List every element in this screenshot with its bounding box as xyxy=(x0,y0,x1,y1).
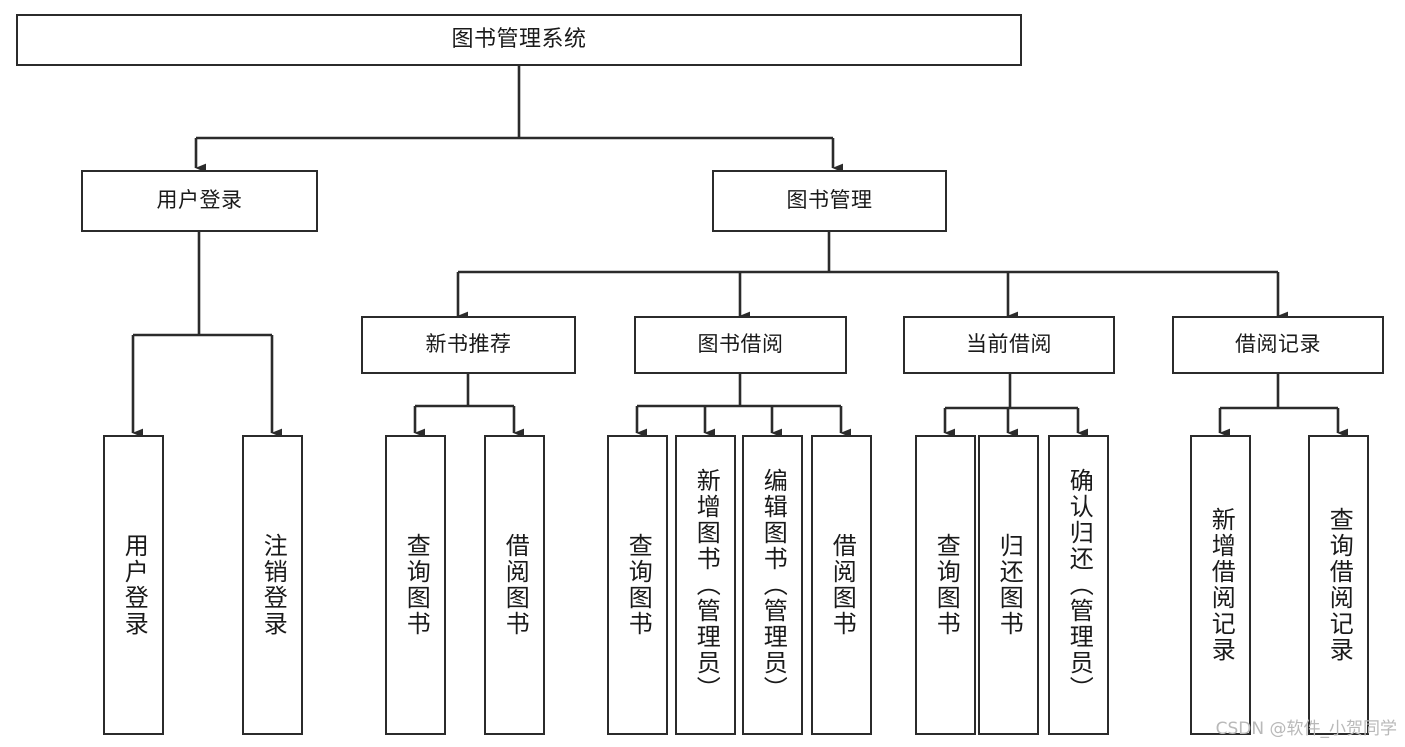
leaf-edit-book-admin[interactable]: 编辑图书（管理员） xyxy=(742,435,803,735)
leaf-query-borrow-record[interactable]: 查询借阅记录 xyxy=(1308,435,1369,735)
node-label: 借阅图书 xyxy=(501,533,530,637)
leaf-confirm-return-admin[interactable]: 确认归还（管理员） xyxy=(1048,435,1109,735)
leaf-borrow-book-new-recommendation[interactable]: 借阅图书 xyxy=(484,435,545,735)
leaf-logout[interactable]: 注销登录 xyxy=(242,435,303,735)
node-label: 图书借阅 xyxy=(697,332,784,357)
node-label: 用户登录 xyxy=(156,188,243,213)
node-book-borrowing[interactable]: 图书借阅 xyxy=(634,316,847,374)
leaf-return-book[interactable]: 归还图书 xyxy=(978,435,1039,735)
node-label: 新增图书（管理员） xyxy=(692,468,721,702)
node-new-book-recommendation[interactable]: 新书推荐 xyxy=(361,316,576,374)
node-book-management[interactable]: 图书管理 xyxy=(712,170,947,232)
leaf-borrow-book-borrowing[interactable]: 借阅图书 xyxy=(811,435,872,735)
csdn-watermark: CSDN @软件_小贺同学 xyxy=(1215,719,1397,739)
leaf-query-book-new-recommendation[interactable]: 查询图书 xyxy=(385,435,446,735)
leaf-add-book-admin[interactable]: 新增图书（管理员） xyxy=(675,435,736,735)
node-root-book-management-system[interactable]: 图书管理系统 xyxy=(16,14,1022,66)
node-label: 图书管理 xyxy=(786,188,873,213)
node-borrowing-record[interactable]: 借阅记录 xyxy=(1172,316,1384,374)
node-label: 确认归还（管理员） xyxy=(1065,468,1094,702)
leaf-query-book-borrowing[interactable]: 查询图书 xyxy=(607,435,668,735)
node-label: 借阅记录 xyxy=(1235,332,1321,357)
node-user-login[interactable]: 用户登录 xyxy=(81,170,318,232)
node-label: 注销登录 xyxy=(259,533,288,637)
node-label: 图书管理系统 xyxy=(451,26,587,52)
leaf-query-book-current[interactable]: 查询图书 xyxy=(915,435,976,735)
node-label: 新书推荐 xyxy=(425,332,512,357)
node-label: 编辑图书（管理员） xyxy=(759,468,788,702)
node-current-borrowing[interactable]: 当前借阅 xyxy=(903,316,1115,374)
node-label: 当前借阅 xyxy=(966,332,1052,357)
node-label: 归还图书 xyxy=(995,533,1024,637)
node-label: 新增借阅记录 xyxy=(1207,507,1236,663)
node-label: 查询图书 xyxy=(932,533,961,637)
leaf-add-borrow-record[interactable]: 新增借阅记录 xyxy=(1190,435,1251,735)
node-label: 查询图书 xyxy=(624,533,653,637)
node-label: 借阅图书 xyxy=(828,533,857,637)
leaf-user-login[interactable]: 用户登录 xyxy=(103,435,164,735)
node-label: 用户登录 xyxy=(120,533,149,637)
node-label: 查询图书 xyxy=(402,533,431,637)
node-label: 查询借阅记录 xyxy=(1325,507,1354,663)
